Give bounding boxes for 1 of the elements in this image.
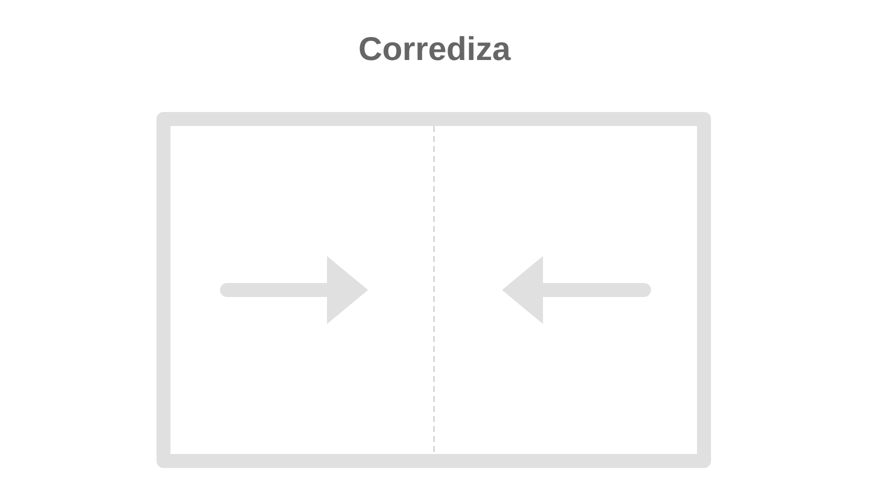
diagram-title: Corrediza: [358, 29, 511, 69]
